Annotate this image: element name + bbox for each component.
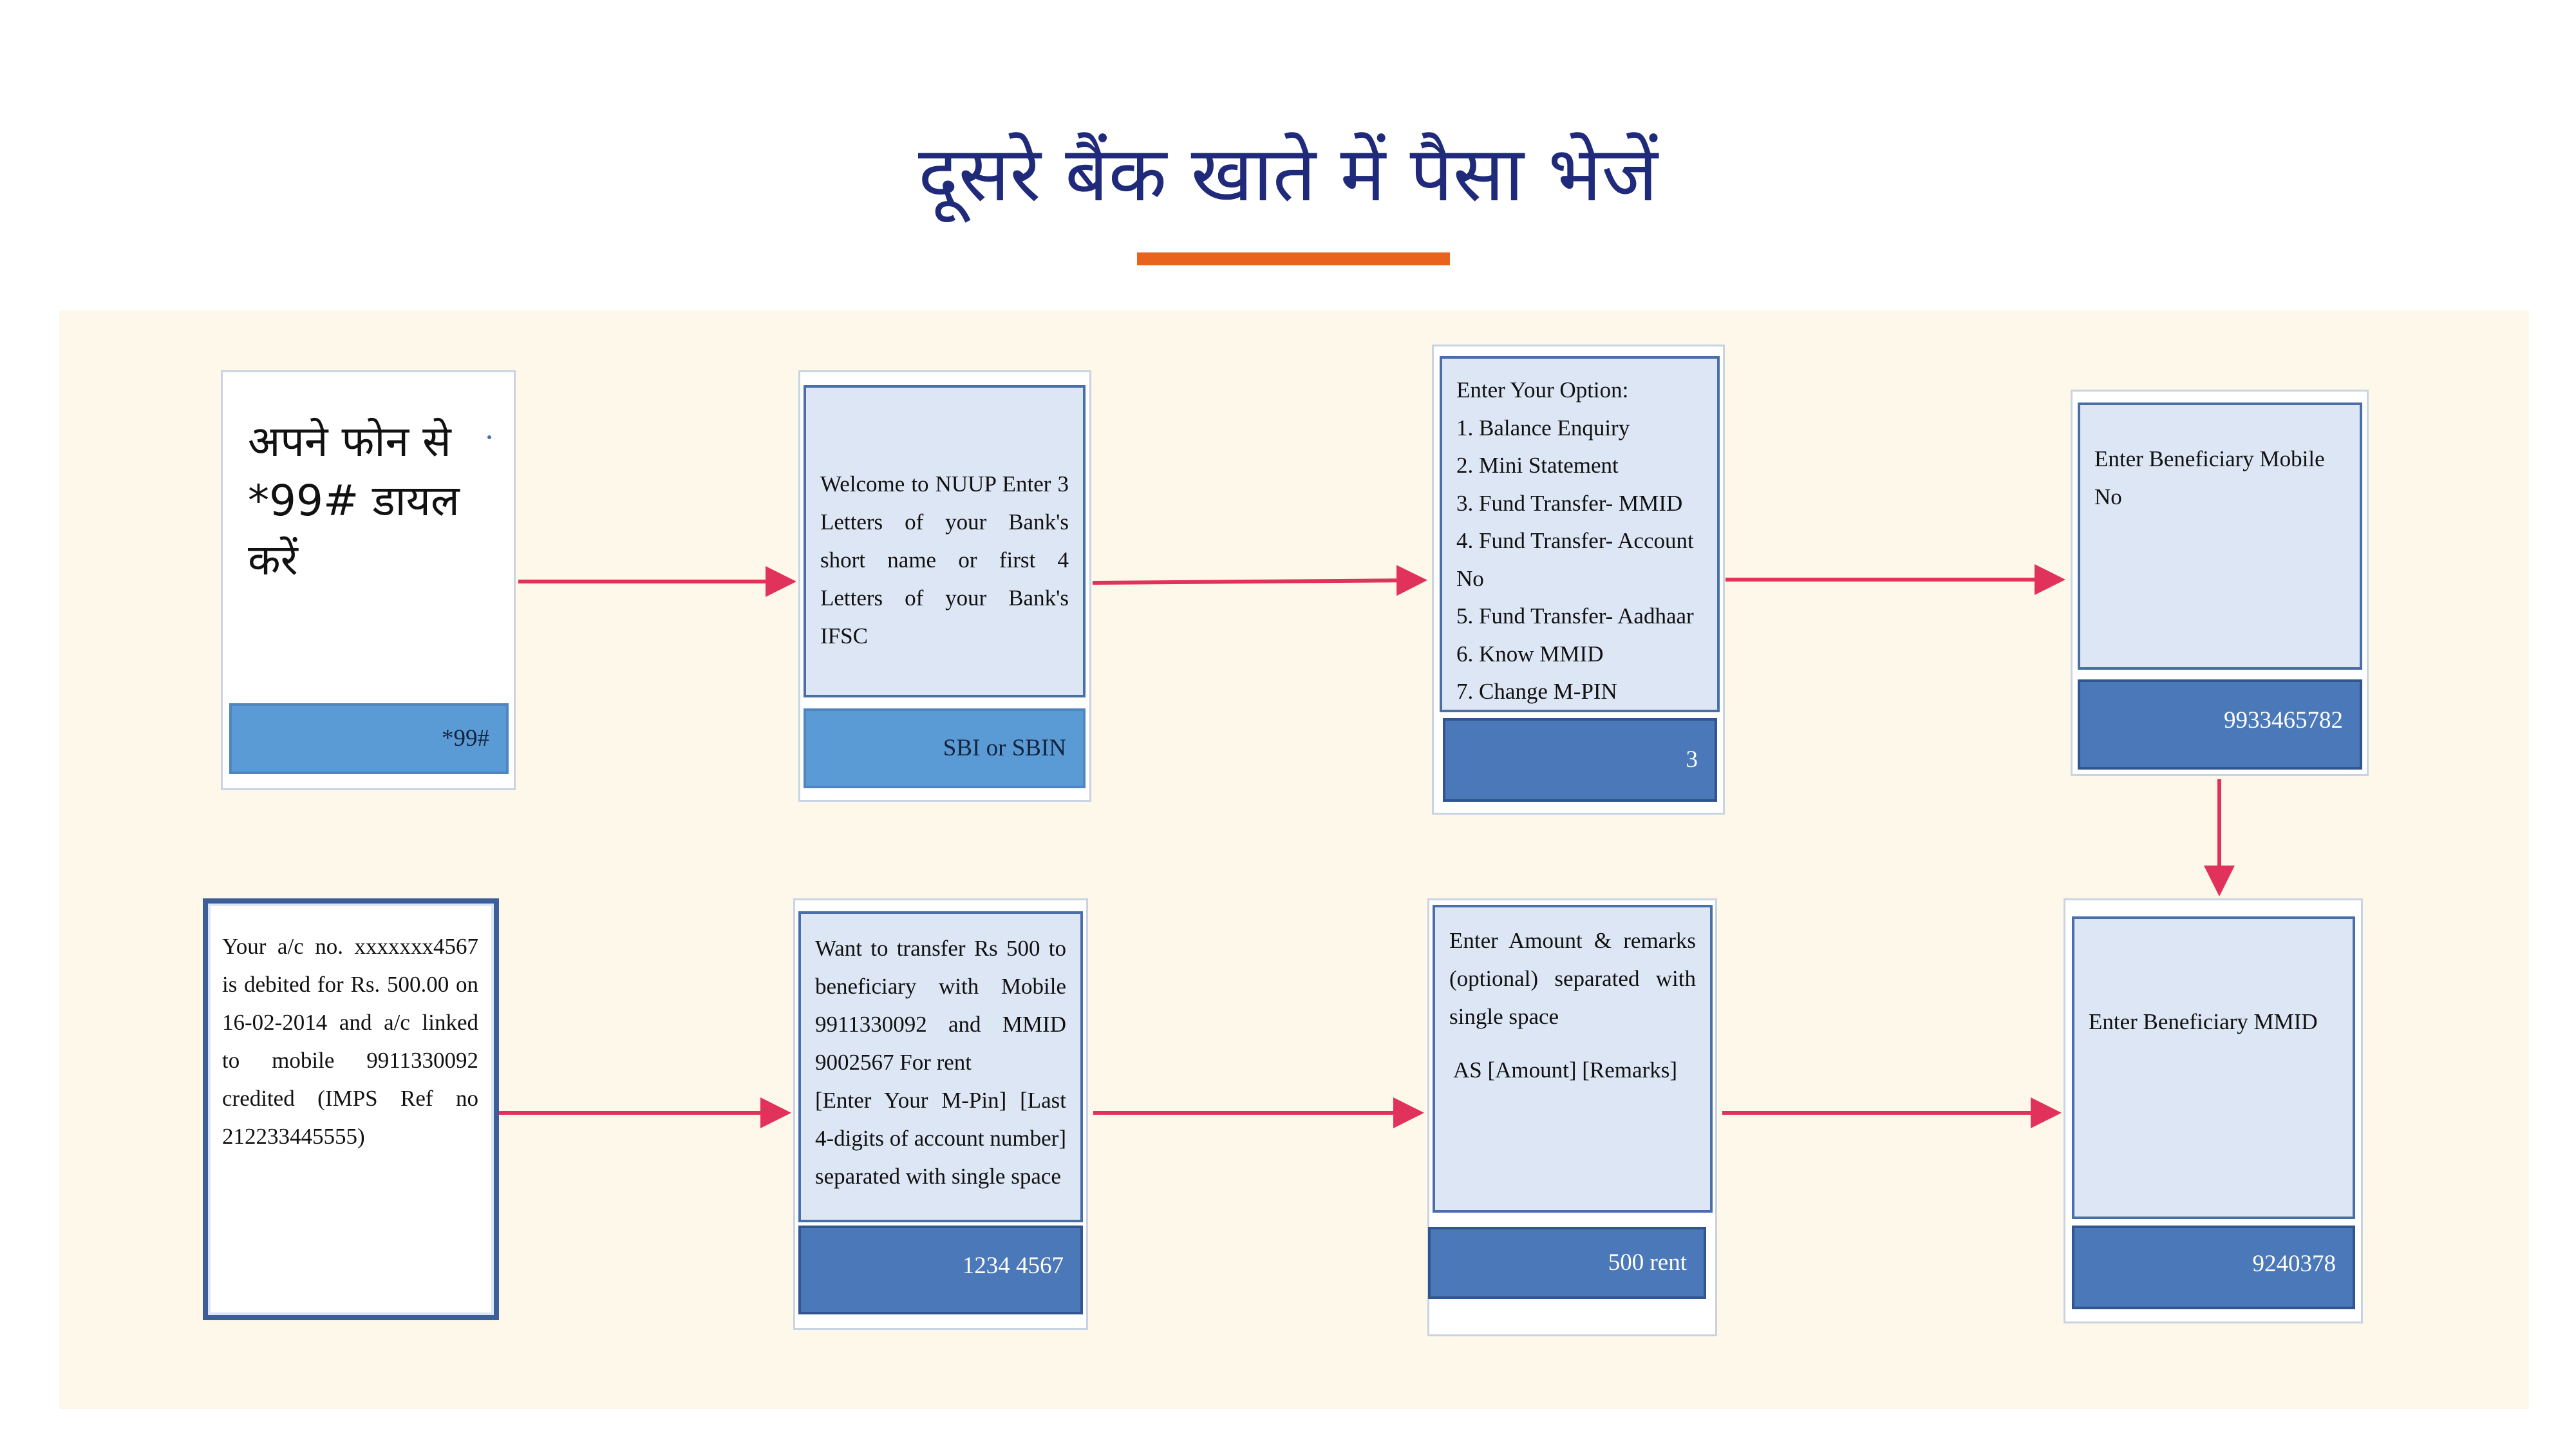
menu-option: 7. Change M-PIN xyxy=(1456,679,1617,704)
menu-option: 4. Fund Transfer- Account No xyxy=(1456,528,1694,591)
amount-prompt: Enter Amount & remarks (optional) separa… xyxy=(1449,928,1696,1029)
menu-option: 3. Fund Transfer- MMID xyxy=(1456,490,1683,516)
confirm-instruction: [Enter Your M-Pin] [Last 4-digits of acc… xyxy=(815,1088,1066,1189)
menu-screen: Enter Your Option: 1. Balance Enquiry 2.… xyxy=(1440,356,1720,742)
confirm-input: 1234 4567 xyxy=(798,1226,1083,1314)
menu-input: 3 xyxy=(1443,718,1717,802)
confirm-screen: Want to transfer Rs 500 to beneficiary w… xyxy=(798,911,1083,1222)
menu-option: 2. Mini Statement xyxy=(1456,453,1619,478)
dial-input: *99# xyxy=(229,703,509,774)
title-underline xyxy=(1137,252,1450,265)
arrow-bank-to-menu xyxy=(1092,565,1427,596)
result-message: Your a/c no. xxxxxxx4567 is debited for … xyxy=(222,934,478,1149)
menu-option: 5. Fund Transfer- Aadhaar xyxy=(1456,603,1694,629)
mobile-prompt: Enter Beneficiary Mobile No xyxy=(2078,402,2362,670)
decorative-dot xyxy=(487,435,491,439)
menu-option: 6. Know MMID xyxy=(1456,641,1604,667)
menu-option: 1. Balance Enquiry xyxy=(1456,415,1630,440)
dial-instruction: अपने फोन से *99# डायल करें xyxy=(248,417,460,585)
mmid-prompt: Enter Beneficiary MMID xyxy=(2072,916,2355,1219)
confirm-prompt: Want to transfer Rs 500 to beneficiary w… xyxy=(815,936,1066,1075)
bank-input: SBI or SBIN xyxy=(804,708,1086,788)
page-title: दूसरे बैंक खाते में पैसा भेजें xyxy=(917,129,1658,218)
amount-format: AS [Amount] [Remarks] xyxy=(1453,1057,1678,1083)
menu-heading: Enter Your Option: xyxy=(1456,377,1629,402)
amount-input: 500 rent xyxy=(1428,1227,1706,1299)
mmid-input: 9240378 xyxy=(2072,1226,2355,1309)
amount-screen: Enter Amount & remarks (optional) separa… xyxy=(1433,905,1713,1213)
mobile-input: 9933465782 xyxy=(2078,679,2362,770)
bank-prompt: Welcome to NUUP Enter 3 Letters of your … xyxy=(804,385,1086,697)
step-result-card xyxy=(203,898,499,1320)
